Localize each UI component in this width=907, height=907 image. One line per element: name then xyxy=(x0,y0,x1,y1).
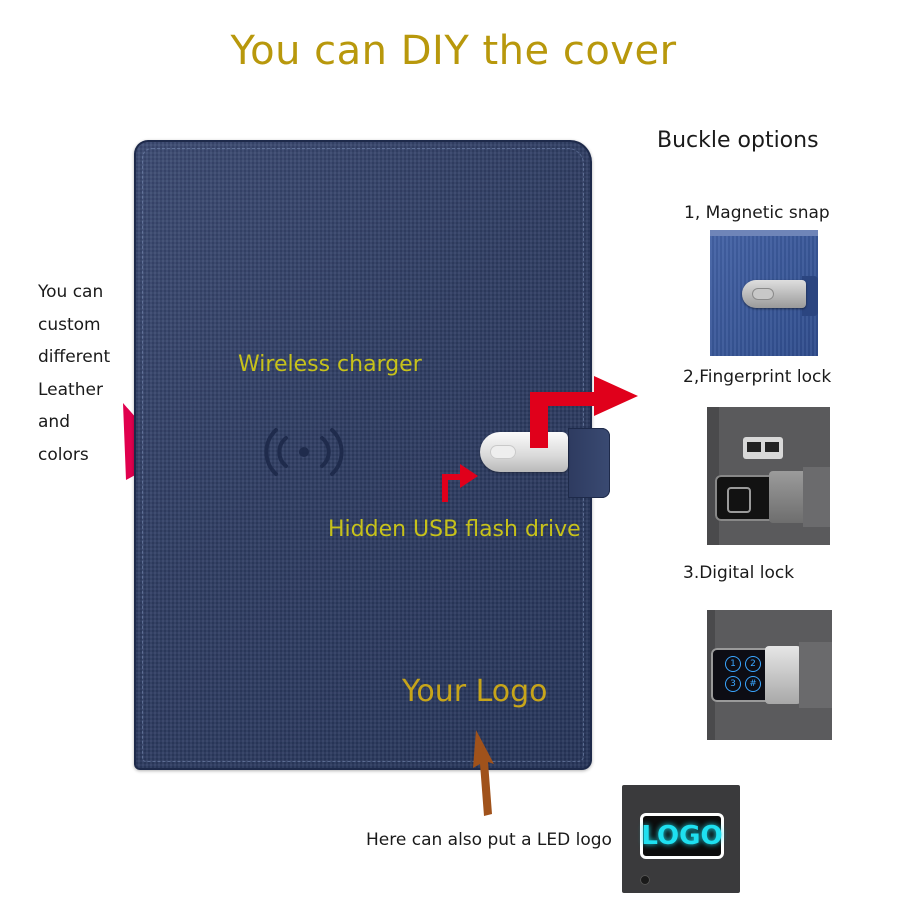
red-arrow-icon xyxy=(530,376,638,448)
keypad-key: 1 xyxy=(725,656,741,672)
led-logo-image: LOGO xyxy=(622,785,740,893)
leather-note-line: and xyxy=(38,412,70,433)
usb-buckle xyxy=(480,432,568,472)
option-fingerprint-lock-label: 2,Fingerprint lock xyxy=(683,367,832,387)
usb-drive-label: Hidden USB flash drive xyxy=(328,517,581,542)
keypad-key: 2 xyxy=(745,656,761,672)
leather-note-line: custom xyxy=(38,314,101,335)
fingerprint-lock-image xyxy=(707,407,830,545)
digital-lock-image: 1 2 3 # xyxy=(707,610,832,740)
led-logo-note: Here can also put a LED logo xyxy=(366,830,612,850)
led-logo-text: LOGO xyxy=(641,821,723,851)
option-magnetic-snap-label: 1, Magnetic snap xyxy=(684,203,830,223)
option-digital-lock-label: 3.Digital lock xyxy=(683,563,795,583)
keypad-key: 3 xyxy=(725,676,741,692)
keypad-key: # xyxy=(745,676,761,692)
wireless-charger-icon xyxy=(264,428,344,476)
leather-note-line: You can xyxy=(38,282,104,302)
leather-note-line: different xyxy=(38,347,111,368)
small-red-arrow-icon xyxy=(442,464,478,502)
leather-note-line: Leather xyxy=(38,379,103,400)
wireless-charger-label: Wireless charger xyxy=(238,352,422,377)
leather-note-line: colors xyxy=(38,444,89,465)
brown-arrow-icon xyxy=(473,730,494,816)
buckle-options-heading: Buckle options xyxy=(657,128,819,153)
buckle-strap xyxy=(568,428,610,498)
logo-placeholder: Your Logo xyxy=(402,674,548,709)
page-title: You can DIY the cover xyxy=(230,28,677,74)
leather-colors-note: You can custom different Leather and col… xyxy=(38,276,110,472)
magnetic-snap-image xyxy=(710,230,818,356)
